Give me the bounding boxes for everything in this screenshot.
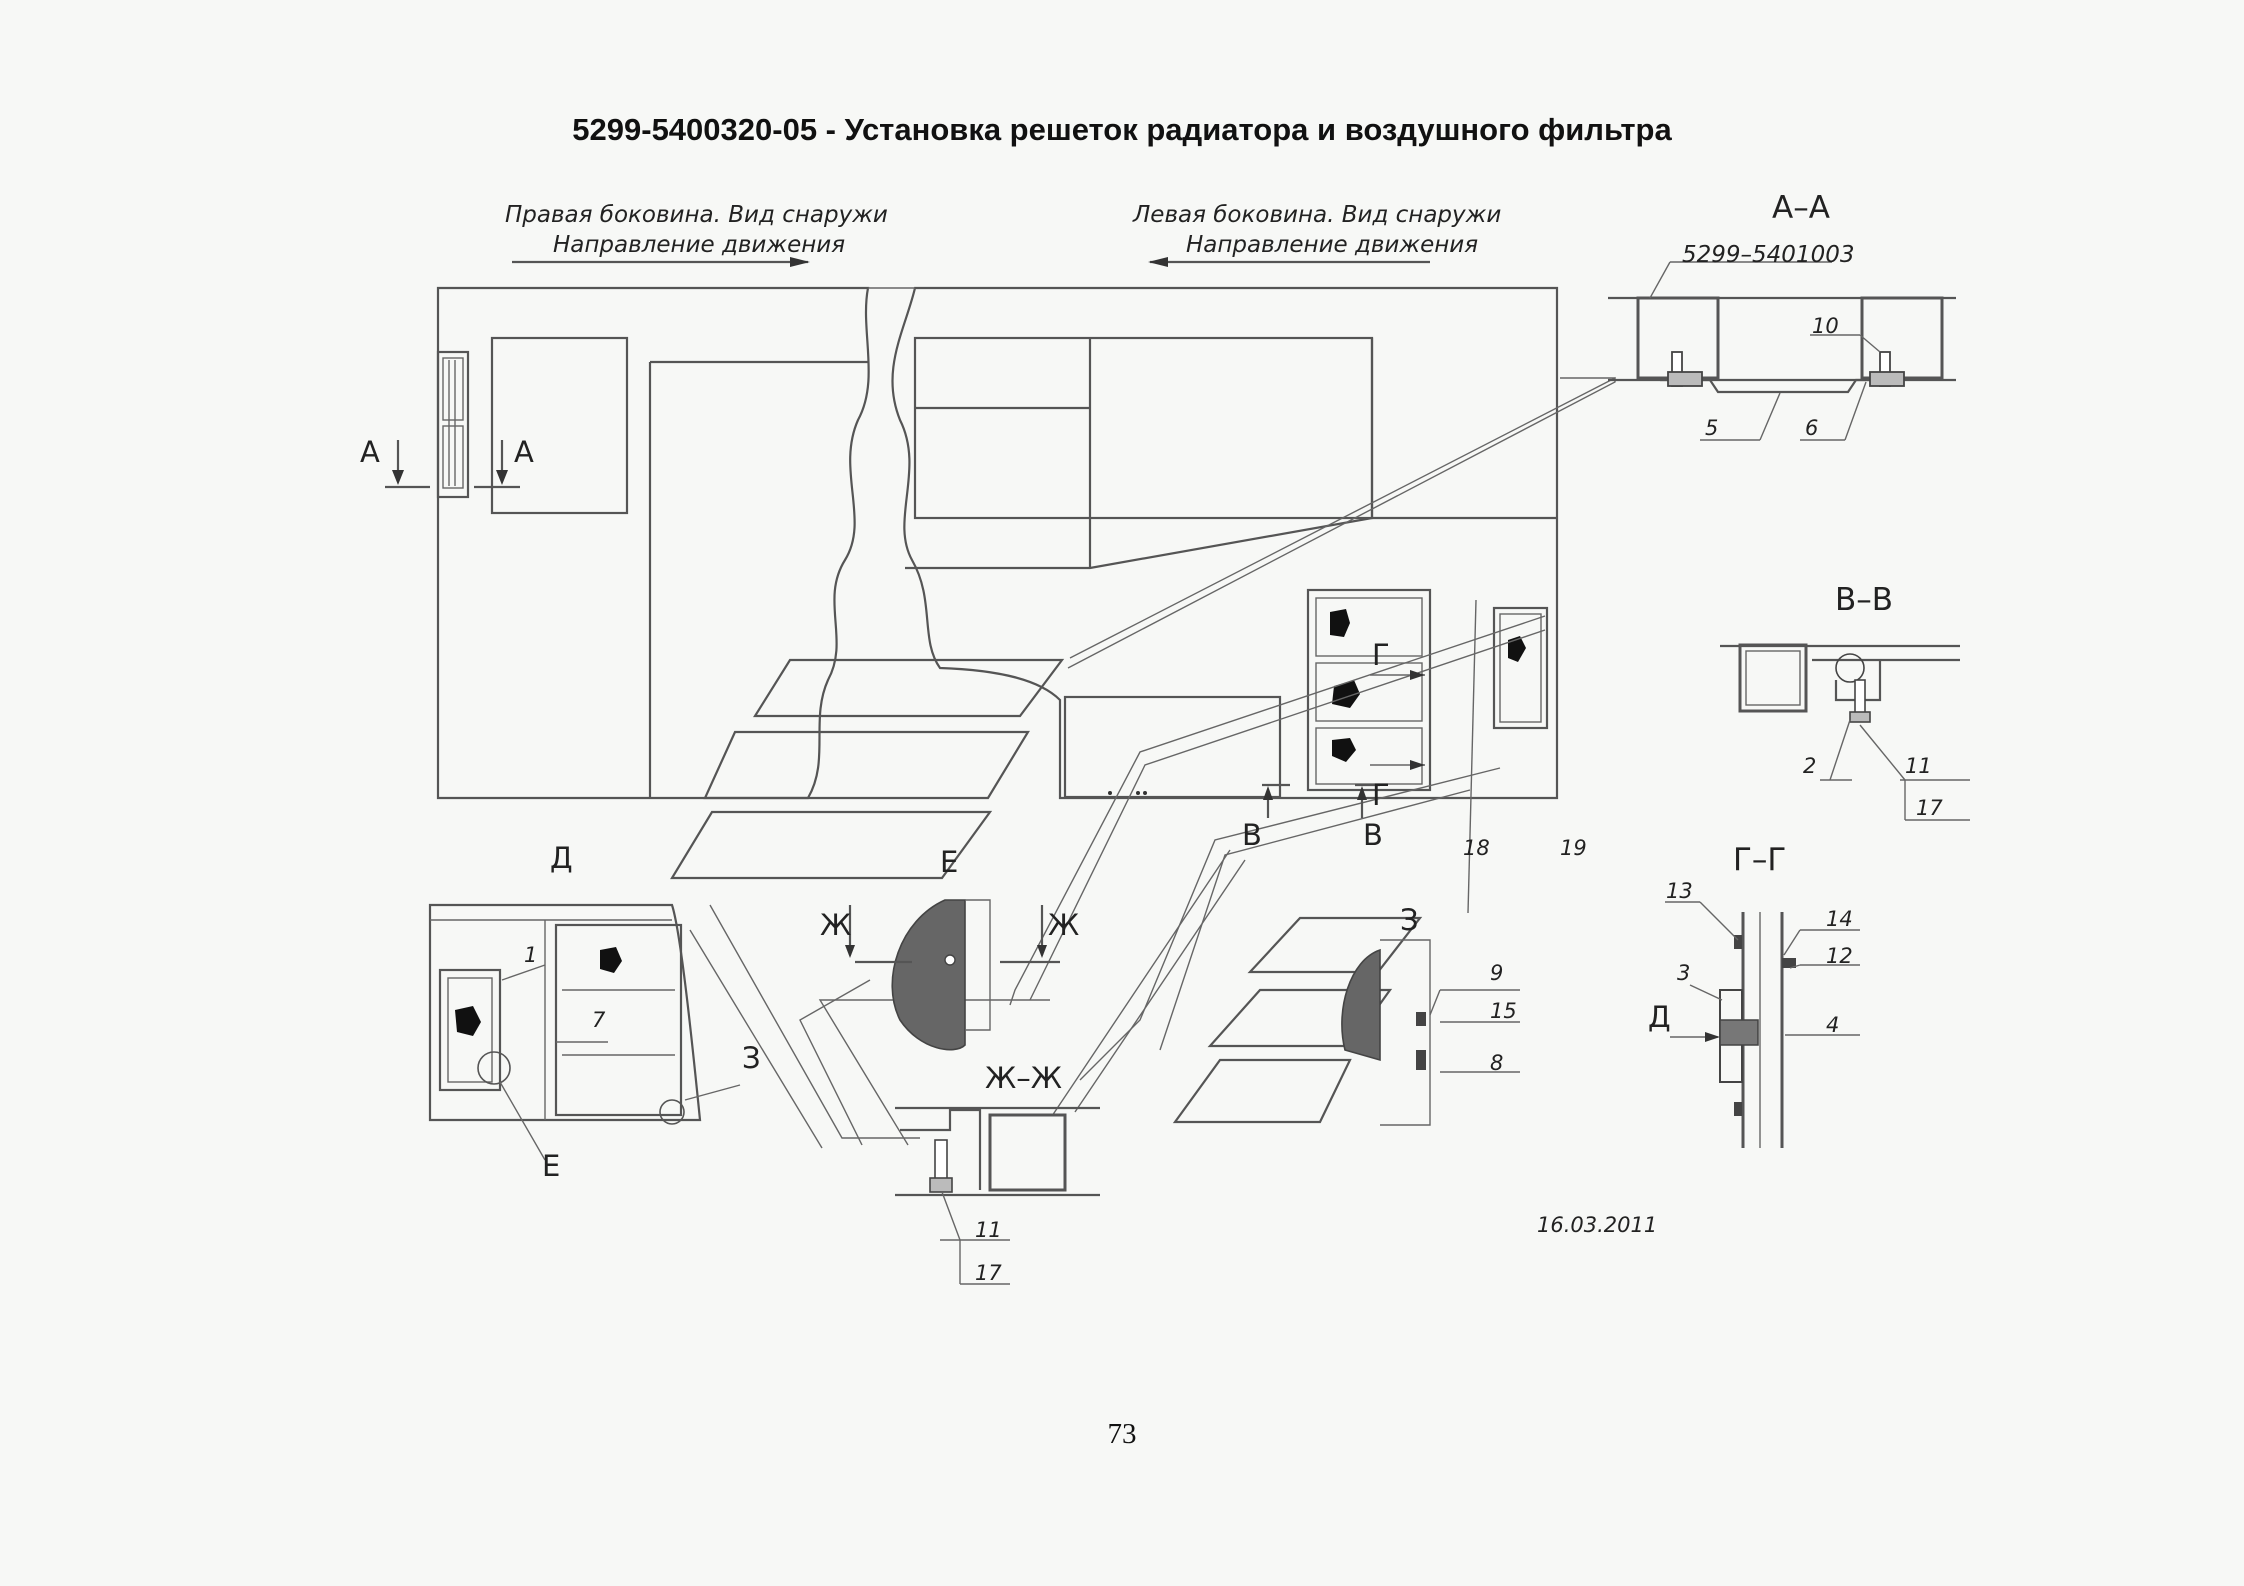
callout-3: 3 xyxy=(1677,961,1690,985)
callout-14: 14 xyxy=(1826,907,1853,931)
section-aa xyxy=(1608,261,1956,441)
page-number: 73 xyxy=(1107,1418,1137,1450)
leader-lines xyxy=(689,376,1616,1149)
view-d xyxy=(428,903,741,1161)
direction-arrows xyxy=(512,257,1430,267)
detail-z xyxy=(1341,939,1520,1126)
callout-13: 13 xyxy=(1666,879,1693,903)
callout-19: 19 xyxy=(1560,836,1587,860)
section-aa-title: А–А xyxy=(1772,190,1830,226)
part-number: 5299–5401003 xyxy=(1682,242,1854,268)
callout-15: 15 xyxy=(1490,999,1517,1023)
callout-7: 7 xyxy=(592,1008,606,1032)
callout-8: 8 xyxy=(1490,1051,1503,1075)
right-window xyxy=(490,336,629,515)
section-gg xyxy=(1665,901,1860,1148)
hatch-panel xyxy=(1063,695,1282,799)
section-vv-title: В–В xyxy=(1835,582,1893,618)
grille-strip xyxy=(436,350,470,499)
detail-e xyxy=(845,899,1060,1051)
section-zhzh-title: Ж–Ж xyxy=(985,1061,1062,1095)
mark-zh-left: Ж xyxy=(820,908,851,942)
mark-z: З xyxy=(742,1041,761,1075)
section-gg-title: Г–Г xyxy=(1733,842,1786,878)
section-vv xyxy=(1720,643,1970,821)
mark-e: Е xyxy=(542,1149,560,1183)
mark-zh-right: Ж xyxy=(1048,908,1079,942)
callout-10: 10 xyxy=(1812,314,1839,338)
section-zhzh xyxy=(895,1106,1100,1285)
right-direction-label: Направление движения xyxy=(553,232,845,258)
left-side-label: Левая боковина. Вид снаружи xyxy=(1132,202,1501,228)
mark-g-bottom: Г xyxy=(1372,778,1390,812)
document-title: 5299-5400320-05 - Установка решеток ради… xyxy=(572,112,1672,147)
mark-a-right: А xyxy=(514,435,534,469)
left-windows xyxy=(905,336,1557,570)
mark-d: Д xyxy=(1648,1000,1671,1034)
callout-2: 2 xyxy=(1803,754,1816,778)
callout-11-vv: 11 xyxy=(1905,754,1932,778)
callout-17-vv: 17 xyxy=(1916,796,1943,820)
callout-1: 1 xyxy=(524,943,537,967)
view-d-title: Д xyxy=(550,841,573,875)
mark-g-top: Г xyxy=(1372,638,1390,672)
callout-9: 9 xyxy=(1490,961,1503,985)
mark-v-left: В xyxy=(1242,818,1262,852)
side-panel-outline xyxy=(436,286,1559,800)
callout-18: 18 xyxy=(1463,836,1490,860)
mark-a-left: А xyxy=(360,435,380,469)
callout-6: 6 xyxy=(1805,416,1818,440)
callout-12: 12 xyxy=(1826,944,1853,968)
callout-5: 5 xyxy=(1705,416,1718,440)
section-marks xyxy=(385,440,1425,818)
air-filter-grilles xyxy=(1306,588,1549,792)
view-z-title: З xyxy=(1400,903,1419,937)
view-e-title: Е xyxy=(940,845,958,879)
callout-17-zh: 17 xyxy=(975,1261,1002,1285)
drawing-date: 16.03.2011 xyxy=(1537,1213,1657,1237)
right-side-label: Правая боковина. Вид снаружи xyxy=(505,202,888,228)
callout-11-zh: 11 xyxy=(975,1218,1002,1242)
mark-v-right: В xyxy=(1363,818,1383,852)
callout-4: 4 xyxy=(1826,1013,1839,1037)
left-direction-label: Направление движения xyxy=(1186,232,1478,258)
